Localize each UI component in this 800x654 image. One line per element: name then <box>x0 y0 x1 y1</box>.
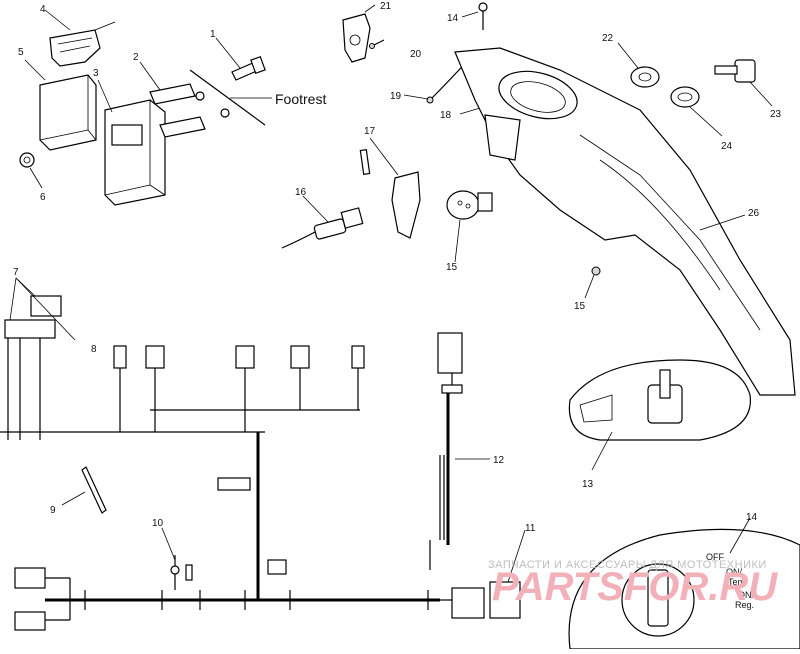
callout-3: 3 <box>93 68 99 79</box>
callout-12: 12 <box>493 455 505 466</box>
callout-9: 9 <box>50 505 56 516</box>
part-9-strap <box>61 466 107 514</box>
callout-4: 4 <box>40 4 46 15</box>
switch-label-on-tem: ON/Tem <box>726 567 745 587</box>
callout-26: 26 <box>748 208 760 219</box>
part-13-dash-panel <box>568 359 751 471</box>
callout-15-top: 14 <box>447 13 459 24</box>
callout-22: 21 <box>380 1 392 12</box>
callout-25: 24 <box>721 141 733 152</box>
callout-24: 23 <box>770 109 782 120</box>
callout-11: 11 <box>525 523 536 534</box>
callout-21: 20 <box>410 49 422 60</box>
part-5-module <box>24 59 97 151</box>
watermark-brand: PARTSFOR.RU <box>492 565 778 609</box>
callout-14: 14 <box>746 512 758 523</box>
part-23-grommet <box>617 42 660 88</box>
part-15-screw <box>584 266 601 299</box>
callout-16: 15 <box>446 262 458 273</box>
callout-10: 10 <box>152 518 164 529</box>
leader-19 <box>459 107 481 115</box>
part-15-screw-top <box>461 2 488 30</box>
part-7-connector-block <box>4 277 76 440</box>
watermark-tagline: ЗАПЧАСТИ И АКСЕССУАРЫ ДЛЯ МОТОТЕХНИКИ <box>488 559 767 571</box>
part-24-key <box>714 59 773 107</box>
callout-2: 2 <box>133 52 139 63</box>
switch-label-on-reg: ON/Reg. <box>735 590 755 610</box>
callout-18: 17 <box>364 126 376 137</box>
part-2-bracket <box>139 61 230 138</box>
callout-23: 22 <box>602 33 614 44</box>
part-21-screw <box>369 39 385 49</box>
part-26-cowl <box>454 47 796 396</box>
main-harness-trunk <box>45 432 440 610</box>
footrest-label: Footrest <box>275 91 326 107</box>
callout-8: 8 <box>91 344 97 355</box>
callout-1: 1 <box>210 29 216 40</box>
callout-6: 6 <box>40 192 46 203</box>
callout-15: 15 <box>574 301 586 312</box>
part-1-bolt <box>189 37 272 126</box>
part-3-box <box>97 79 166 206</box>
part-6-nut <box>19 152 43 189</box>
callout-17: 16 <box>295 187 307 198</box>
callout-7: 7 <box>13 267 19 278</box>
part-8-harness <box>0 345 365 433</box>
part-16-socket <box>446 190 493 263</box>
part-14-ignition-switch <box>568 517 800 650</box>
callout-19: 18 <box>440 110 452 121</box>
callout-20: 19 <box>390 91 402 102</box>
part-25-ring <box>670 86 723 137</box>
part-4-cover <box>44 9 116 67</box>
part-22-clip <box>342 4 376 63</box>
switch-label-off: OFF <box>706 552 724 562</box>
callout-13: 13 <box>582 479 594 490</box>
left-connectors <box>14 567 71 631</box>
part-17-sensor <box>281 195 364 249</box>
part-18-bracket <box>359 137 421 239</box>
part-10-terminal <box>161 527 193 590</box>
callout-5: 5 <box>18 47 24 58</box>
part-12-harness <box>429 332 490 570</box>
part-11-connector <box>440 529 526 619</box>
